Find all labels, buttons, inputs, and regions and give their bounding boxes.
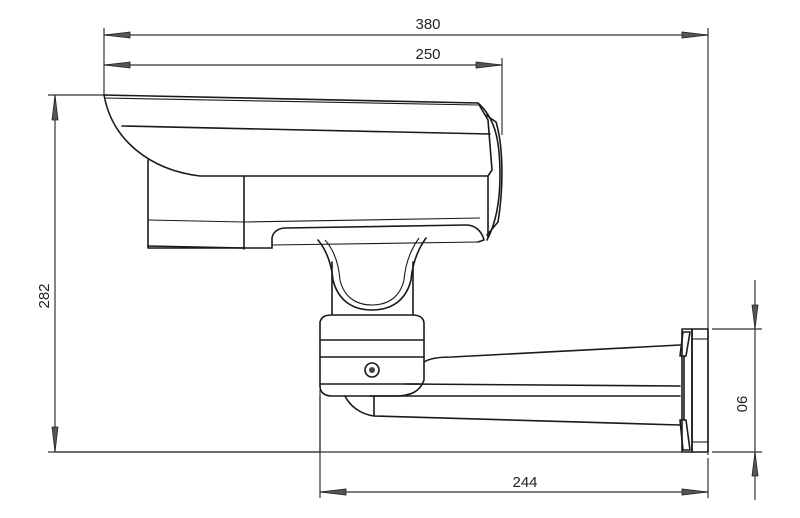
dimension-overall-height: 282	[36, 94, 320, 453]
screw-icon	[364, 362, 380, 378]
camera-housing	[103, 94, 503, 250]
wall-bracket-arm	[319, 344, 681, 452]
camera-yoke	[317, 237, 427, 317]
swivel-joint	[319, 314, 425, 397]
dimension-housing-length: 250	[103, 46, 503, 135]
dimension-label-282: 282	[36, 283, 53, 308]
dimension-label-244: 244	[512, 474, 537, 491]
wall-mount-plate	[679, 328, 709, 453]
dimension-label-90: 90	[733, 396, 750, 413]
dimension-label-250: 250	[415, 46, 440, 63]
dimension-label-380: 380	[415, 16, 440, 33]
dimension-mount-plate-height: 90	[712, 280, 762, 500]
dimension-bracket-depth: 244	[319, 390, 709, 498]
